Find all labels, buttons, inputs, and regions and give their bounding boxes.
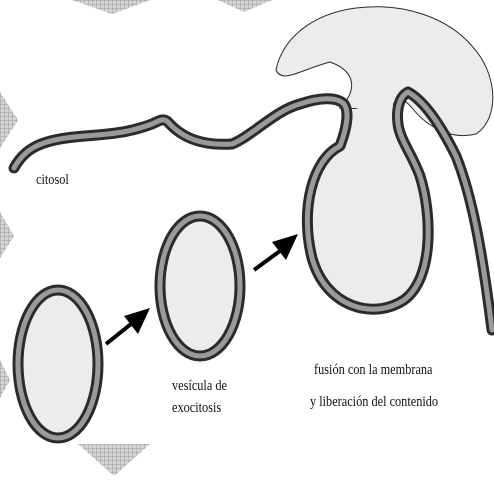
vesicle-label-line1: vesícula de bbox=[172, 376, 227, 397]
fusion-label-line2: y liberación del contenido bbox=[310, 392, 438, 413]
vesicle-label-line2: exocitosis bbox=[172, 398, 221, 419]
vesicle-small bbox=[18, 290, 98, 438]
vesicle-exocytosis bbox=[160, 216, 240, 356]
fusion-label-line1: fusión con la membrana bbox=[314, 360, 433, 381]
cytosol-label: citosol bbox=[36, 170, 69, 191]
arrow-icon bbox=[106, 308, 150, 344]
arrow-icon bbox=[254, 234, 298, 270]
